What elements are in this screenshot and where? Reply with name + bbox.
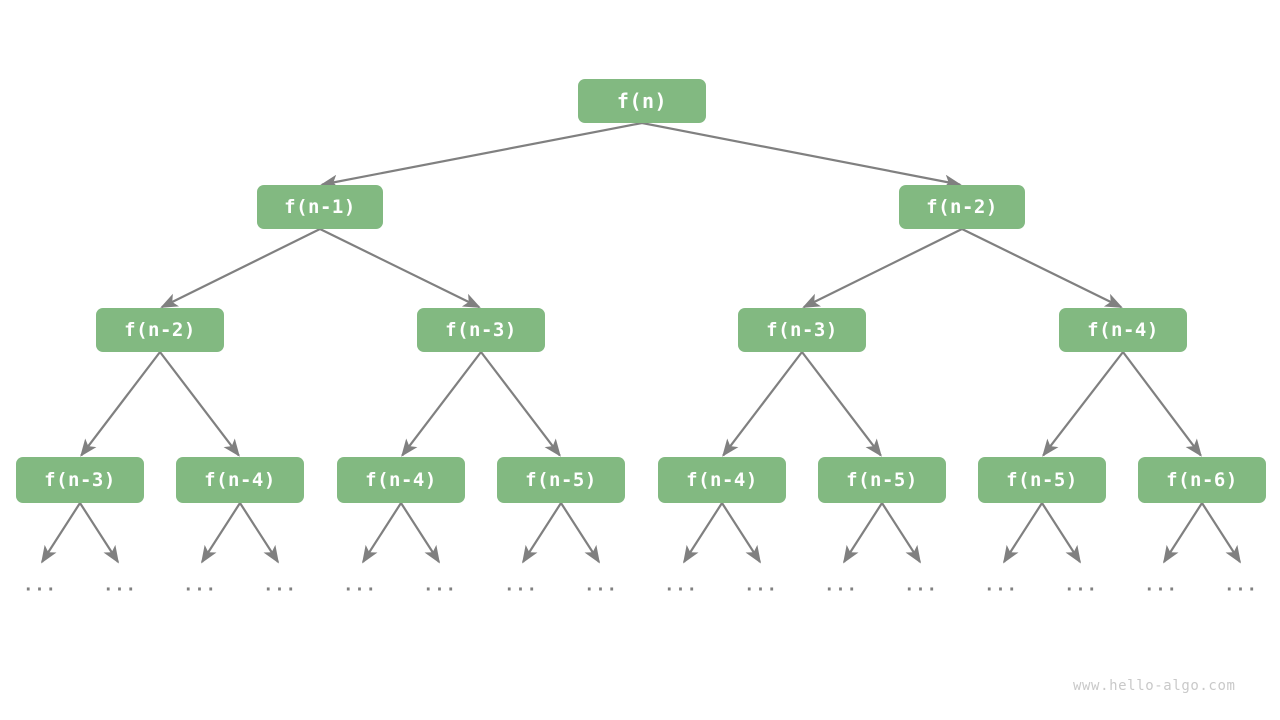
watermark: www.hello-algo.com — [1073, 678, 1236, 694]
ellipsis-marker: ... — [904, 575, 938, 596]
ellipsis-marker: ... — [423, 575, 457, 596]
tree-node-n4: f(n-3) — [417, 308, 545, 352]
tree-node-n8: f(n-4) — [176, 457, 304, 503]
tree-node-n5: f(n-3) — [738, 308, 866, 352]
tree-edge-n4-n10 — [480, 351, 561, 457]
tree-node-n10: f(n-5) — [497, 457, 625, 503]
tree-stub-edges — [41, 502, 1241, 564]
tree-stub-edge-9 — [721, 502, 761, 564]
tree-node-n11: f(n-4) — [658, 457, 786, 503]
tree-edge-n0-n2 — [641, 121, 962, 189]
tree-stub-edge-12 — [1003, 502, 1043, 564]
tree-edge-n4-n9 — [401, 351, 482, 457]
ellipsis-marker: ... — [1224, 575, 1258, 596]
tree-stub-edge-1 — [79, 502, 119, 564]
tree-node-n14: f(n-6) — [1138, 457, 1266, 503]
tree-edge-n1-n3 — [160, 228, 321, 309]
tree-node-n3: f(n-2) — [96, 308, 224, 352]
ellipsis-marker: ... — [23, 575, 57, 596]
tree-node-n7: f(n-3) — [16, 457, 144, 503]
tree-node-n13: f(n-5) — [978, 457, 1106, 503]
tree-stub-edge-0 — [41, 502, 81, 564]
tree-node-n1: f(n-1) — [257, 185, 383, 229]
tree-stub-edge-8 — [683, 502, 723, 564]
ellipsis-marker: ... — [183, 575, 217, 596]
tree-edge-n2-n6 — [961, 228, 1123, 309]
tree-stub-edge-6 — [522, 502, 562, 564]
tree-stub-edge-14 — [1163, 502, 1203, 564]
ellipsis-marker: ... — [263, 575, 297, 596]
tree-edge-n6-n13 — [1042, 351, 1124, 457]
tree-edge-n3-n8 — [159, 351, 240, 457]
tree-stub-edge-7 — [560, 502, 600, 564]
tree-edge-n2-n5 — [802, 228, 963, 309]
tree-edge-n0-n1 — [320, 121, 643, 189]
tree-edge-n6-n14 — [1122, 351, 1202, 457]
ellipsis-marker: ... — [744, 575, 778, 596]
tree-edge-n5-n12 — [801, 351, 882, 457]
ellipsis-marker: ... — [664, 575, 698, 596]
tree-stub-edge-10 — [843, 502, 883, 564]
tree-stub-edge-4 — [362, 502, 402, 564]
tree-edge-n5-n11 — [722, 351, 803, 457]
ellipsis-marker: ... — [103, 575, 137, 596]
ellipsis-marker: ... — [984, 575, 1018, 596]
tree-edge-n3-n7 — [80, 351, 161, 457]
ellipsis-marker: ... — [584, 575, 618, 596]
ellipsis-marker: ... — [504, 575, 538, 596]
tree-node-n12: f(n-5) — [818, 457, 946, 503]
tree-node-n6: f(n-4) — [1059, 308, 1187, 352]
tree-node-n2: f(n-2) — [899, 185, 1025, 229]
ellipsis-marker: ... — [343, 575, 377, 596]
ellipsis-marker: ... — [824, 575, 858, 596]
tree-stub-edge-15 — [1201, 502, 1241, 564]
tree-edges — [80, 121, 1202, 457]
tree-node-n0: f(n) — [578, 79, 706, 123]
tree-edge-n1-n4 — [319, 228, 481, 309]
ellipsis-marker: ... — [1144, 575, 1178, 596]
tree-stub-edge-13 — [1041, 502, 1081, 564]
tree-stub-edge-3 — [239, 502, 279, 564]
tree-stub-edge-5 — [400, 502, 440, 564]
tree-stub-edge-2 — [201, 502, 241, 564]
ellipsis-marker: ... — [1064, 575, 1098, 596]
tree-node-n9: f(n-4) — [337, 457, 465, 503]
tree-stub-edge-11 — [881, 502, 921, 564]
